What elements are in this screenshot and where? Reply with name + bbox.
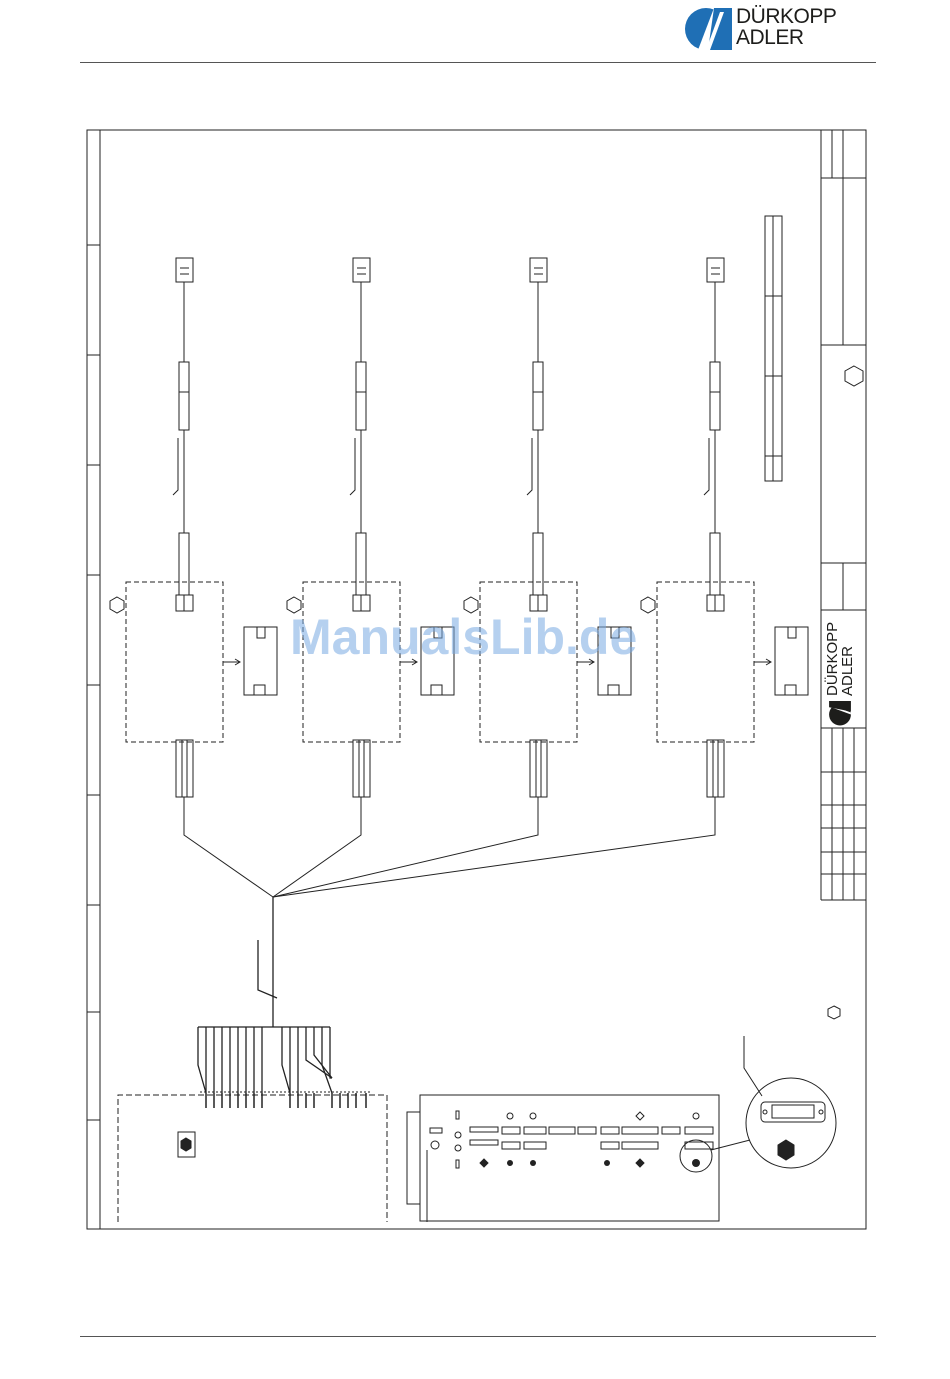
logo-mark-icon	[827, 700, 853, 726]
control-box-left	[118, 1092, 387, 1222]
revision-table	[765, 216, 782, 481]
hexagon-symbol-icon	[181, 1138, 191, 1151]
title-brand-line-1: DÜRKOPP	[825, 622, 840, 696]
control-unit-panel	[407, 1095, 750, 1222]
channel-2	[273, 258, 454, 897]
title-brand-line-2: ADLER	[840, 622, 855, 696]
title-block-logo: DÜRKOPP ADLER	[817, 606, 865, 726]
detail-callout	[744, 1006, 840, 1168]
title-block	[821, 130, 866, 900]
connector-icon	[530, 258, 547, 282]
connector-icon	[176, 258, 193, 282]
frame-zone-ticks	[87, 245, 100, 1120]
channel-1	[110, 258, 277, 897]
connector-icon	[353, 258, 370, 282]
watermark: ManualsLib.de	[290, 608, 637, 666]
channel-4	[273, 258, 808, 897]
connector-icon	[707, 258, 724, 282]
drawing-frame	[87, 130, 866, 1229]
hexagon-symbol-icon	[778, 1140, 794, 1160]
main-cable-trunk	[198, 897, 332, 1093]
channel-3	[273, 258, 631, 897]
sub-d-connector-row	[502, 1127, 713, 1149]
hexagon-symbol-icon	[845, 366, 863, 386]
